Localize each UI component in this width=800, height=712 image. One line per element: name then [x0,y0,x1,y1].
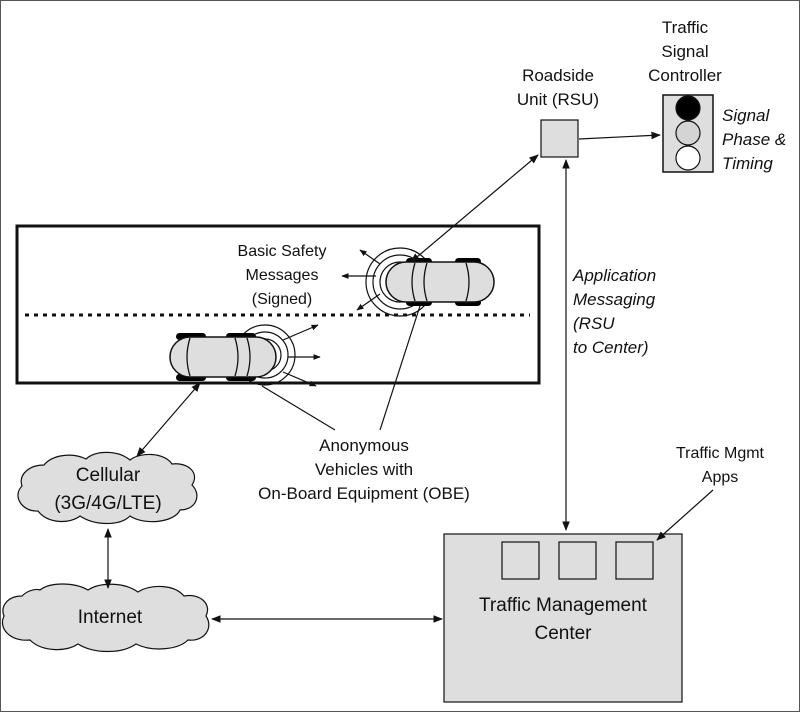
bsm-broadcast-arrows-lower [282,324,321,387]
label-line: Unit (RSU) [516,90,600,109]
basic-safety-messages-label: Basic Safety Messages (Signed) [218,240,346,312]
internet-label: Internet [40,604,180,632]
label-line: (Signed) [251,291,313,308]
label-line: Anonymous [319,436,409,455]
label-line: Timing [722,154,773,173]
label-line: Application [573,266,657,285]
label-line: Apps [701,469,739,486]
traffic-signal-icon [662,94,714,173]
label-line: (3G/4G/LTE) [54,493,162,514]
vehicle-icon-upper [365,247,495,317]
vehicle-icon-lower [169,324,296,386]
label-line: (RSU [573,314,615,333]
label-line: Phase & [722,130,787,149]
anonymous-vehicles-label: Anonymous Vehicles with On-Board Equipme… [232,434,496,506]
label-line: to Center) [573,338,649,357]
tmc-app-box-3 [615,541,654,580]
label-line: Signal [661,42,709,61]
traffic-signal-controller-label: Traffic Signal Controller [625,16,745,88]
vehicle-to-cellular-arrow [136,382,201,457]
label-line: Traffic Mgmt [675,445,764,462]
internet-cloud [1,583,210,653]
rsu-to-vehicle-arrow [410,154,539,263]
label-line: Basic Safety [237,243,327,260]
bsm-broadcast-arrows-upper [341,249,381,311]
apps-label-arrow [656,489,714,541]
label-line: Traffic [661,18,709,37]
label-line: Traffic Management [479,595,647,616]
rsu-to-signal-arrow [578,131,661,140]
label-line: Messages [245,267,319,284]
obe-pointer-lower [261,385,336,431]
signal-phase-timing-label: Signal Phase & Timing [722,104,798,176]
label-line: Signal [722,106,770,125]
application-messaging-label: Application Messaging (RSU to Center) [573,264,693,360]
tmc-app-box-2 [558,541,597,580]
tmc-label: Traffic Management Center [444,592,682,648]
label-line: Cellular [75,465,141,486]
obe-pointer-upper [379,305,421,431]
label-line: Vehicles with [314,460,414,479]
tmc-app-box-1 [501,541,540,580]
traffic-mgmt-apps-label: Traffic Mgmt Apps [660,442,780,490]
rsu-label: Roadside Unit (RSU) [498,64,618,112]
label-line: Messaging [573,290,656,309]
label-line: Controller [648,66,722,85]
label-line: On-Board Equipment (OBE) [258,484,470,503]
label-line: Internet [77,607,143,628]
rsu-box [540,119,579,158]
label-line: Roadside [522,66,594,85]
label-line: Center [534,623,592,644]
cellular-label: Cellular (3G/4G/LTE) [28,462,188,518]
cellular-cloud [17,451,198,525]
